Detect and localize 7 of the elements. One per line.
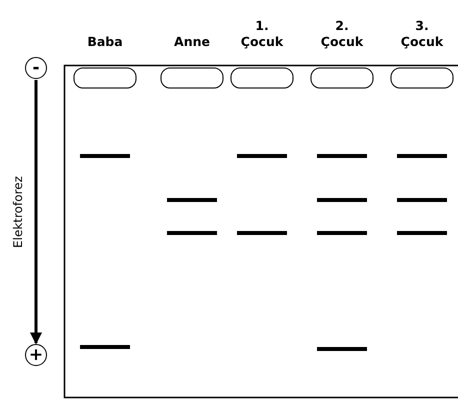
- lane-label: 3. Çocuk: [400, 18, 444, 50]
- lane-label: Baba: [86, 34, 124, 50]
- edge-label: Elektroforez: [12, 176, 24, 248]
- arrow: [30, 80, 42, 344]
- lane-label: 1. Çocuk: [240, 18, 284, 50]
- lane-label: 2. Çocuk: [320, 18, 364, 50]
- lane-label: Anne: [173, 34, 211, 50]
